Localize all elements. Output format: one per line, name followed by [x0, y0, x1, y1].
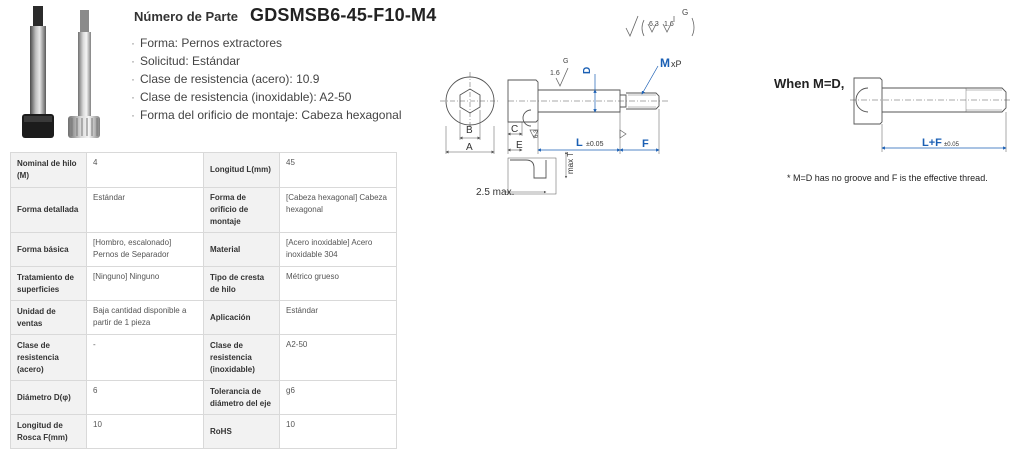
spec-key: Longitud de Rosca F(mm) — [10, 414, 87, 449]
m-equals-d-note: * M=D has no groove and F is the effecti… — [787, 173, 988, 183]
spec-value: g6 — [279, 380, 397, 415]
dim-e-label: E — [516, 140, 523, 151]
spec-key: RoHS — [203, 414, 280, 449]
spec-key: Aplicación — [203, 300, 280, 335]
spec-key: Clase de resistencia (acero) — [10, 334, 87, 381]
spec-value: 6 — [86, 380, 204, 415]
spec-value: [Cabeza hexagonal] Cabeza hexagonal — [279, 187, 397, 233]
dim-lf-label: L+F — [922, 137, 942, 149]
roughness-grade: G — [682, 8, 688, 17]
table-row: Forma básica [Hombro, escalonado] Pernos… — [10, 232, 397, 267]
part-number-label: Número de Parte — [134, 9, 239, 24]
feature-item: Forma del orificio de montaje: Cabeza he… — [128, 106, 401, 124]
dim-a-label: A — [466, 142, 473, 153]
table-row: Longitud de Rosca F(mm) 10 RoHS 10 — [10, 414, 397, 449]
surface-finish-label: 6.3 — [534, 129, 540, 138]
spec-key: Diámetro D(φ) — [10, 380, 87, 415]
surface-g-label: G — [563, 58, 568, 65]
dim-maxt-label: max T — [566, 152, 575, 174]
spec-value: 45 — [279, 152, 397, 188]
dim-c-label: C — [511, 124, 518, 135]
roughness-mark — [619, 129, 627, 139]
feature-list: Forma: Pernos extractores Solicitud: Est… — [128, 34, 401, 124]
feature-item: Clase de resistencia (acero): 10.9 — [128, 70, 401, 88]
spec-value: [Hombro, escalonado] Pernos de Separador — [86, 232, 204, 267]
roughness-value: 1.6 — [664, 21, 674, 28]
spec-value: Estándar — [86, 187, 204, 233]
blue-dimension-lines — [537, 65, 660, 152]
table-row: Diámetro D(φ) 6 Tolerancia de diámetro d… — [10, 380, 397, 415]
roughness-symbol — [625, 15, 695, 37]
feature-item: Solicitud: Estándar — [128, 52, 401, 70]
spec-key: Material — [203, 232, 280, 267]
spec-value: 4 — [86, 152, 204, 188]
spec-value: Estándar — [279, 300, 397, 335]
part-number: GDSMSB6-45-F10-M4 — [250, 5, 437, 25]
technical-drawing: 6.3 1.6 G B A — [440, 8, 695, 198]
spec-value: 10 — [86, 414, 204, 449]
bolt-side-view-alt — [850, 77, 1010, 152]
spec-value: Métrico grueso — [279, 266, 397, 301]
spec-key: Forma de orificio de montaje — [203, 187, 280, 233]
table-row: Tratamiento de superficies [Ninguno] Nin… — [10, 266, 397, 301]
spec-value: Baja cantidad disponible a partir de 1 p… — [86, 300, 204, 335]
table-row: Unidad de ventas Baja cantidad disponibl… — [10, 300, 397, 335]
feature-item: Forma: Pernos extractores — [128, 34, 401, 52]
dim-d-label: D — [582, 67, 593, 74]
spec-value: [Acero inoxidable] Acero inoxidable 304 — [279, 232, 397, 267]
spec-value: - — [86, 334, 204, 381]
surface-finish-label: 1.6 — [550, 70, 560, 77]
head-end-view — [440, 72, 500, 154]
spec-key: Forma detallada — [10, 187, 87, 233]
feature-item: Clase de resistencia (inoxidable): A2-50 — [128, 88, 401, 106]
spec-key: Nominal de hilo (M) — [10, 152, 87, 188]
spec-value: A2-50 — [279, 334, 397, 381]
roughness-mark — [555, 67, 569, 87]
bolt-side-view — [507, 79, 670, 154]
table-row: Clase de resistencia (acero) - Clase de … — [10, 334, 397, 381]
spec-key: Tolerancia de diámetro del eje — [203, 380, 280, 415]
spec-key: Tipo de cresta de hilo — [203, 266, 280, 301]
dim-l-label: L — [576, 137, 583, 149]
dim-lf-tolerance: ±0.05 — [944, 142, 960, 148]
table-row: Forma detallada Estándar Forma de orific… — [10, 187, 397, 233]
spec-table: Nominal de hilo (M) 4 Longitud L(mm) 45 … — [10, 152, 397, 449]
spec-key: Tratamiento de superficies — [10, 266, 87, 301]
dim-25max-label: 2.5 max. — [476, 187, 514, 198]
spec-value: [Ninguno] Ninguno — [86, 266, 204, 301]
spec-value: 10 — [279, 414, 397, 449]
dim-f-label: F — [642, 138, 649, 150]
product-photo — [22, 6, 100, 138]
m-equals-d-heading: When M=D, — [774, 76, 844, 91]
groove-detail — [504, 151, 568, 195]
dim-l-tolerance: ±0.05 — [586, 141, 604, 148]
m-equals-d-drawing: When M=D, L+F ±0.05 — [774, 76, 1010, 152]
spec-key: Clase de resistencia (inoxidable) — [203, 334, 280, 381]
dim-xp-label: xP — [671, 59, 682, 69]
spec-key: Longitud L(mm) — [203, 152, 280, 188]
roughness-mark — [529, 129, 539, 139]
dim-m-label: M — [660, 56, 670, 70]
spec-key: Unidad de ventas — [10, 300, 87, 335]
dim-b-label: B — [466, 125, 473, 136]
spec-key: Forma básica — [10, 232, 87, 267]
roughness-value: 6.3 — [649, 21, 659, 28]
table-row: Nominal de hilo (M) 4 Longitud L(mm) 45 — [10, 152, 397, 188]
